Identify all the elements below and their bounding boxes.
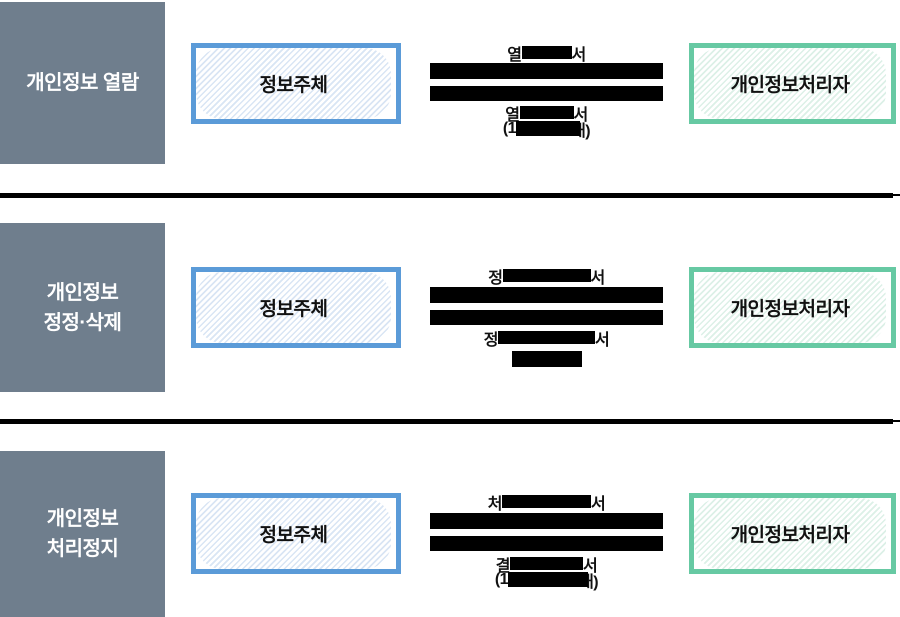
data-subject-box: 정보주체: [191, 43, 401, 124]
data-controller-label: 개인정보처리자: [730, 299, 850, 320]
data-subject-box-inner: 정보주체: [196, 498, 396, 569]
redaction-bar: [502, 269, 591, 282]
redaction-bar: [508, 572, 589, 587]
section-access-label: 개인정보 열람: [0, 2, 165, 164]
separator-line-2-tail: [893, 420, 900, 422]
response-label-end: 서: [595, 331, 610, 349]
data-subject-box-inner: 정보주체: [196, 272, 396, 343]
redacted-arrow-left: [430, 86, 663, 101]
request-label-start: 처: [487, 495, 503, 513]
request-label-start: 정: [488, 269, 503, 287]
data-controller-box-hatch: 개인정보처리자: [694, 48, 886, 119]
section-correction-label: 개인정보 정정·삭제: [0, 223, 165, 392]
data-subject-box: 정보주체: [191, 267, 401, 348]
data-subject-box: 정보주체: [191, 493, 401, 574]
separator-line-1: [0, 193, 893, 198]
data-subject-box-hatch: 정보주체: [196, 48, 391, 119]
redacted-arrow-right: [430, 63, 663, 79]
redacted-arrow-left: [430, 310, 663, 325]
redaction-bar: [511, 350, 582, 367]
section-label-line1: 개인정보: [46, 281, 119, 304]
data-controller-box-hatch: 개인정보처리자: [694, 498, 886, 569]
data-subject-box-inner: 정보주체: [196, 48, 396, 119]
redaction-bar: [521, 46, 572, 59]
request-label-start: 열: [507, 46, 522, 64]
data-subject-box-hatch: 정보주체: [196, 498, 391, 569]
data-controller-label: 개인정보처리자: [730, 75, 850, 96]
response-label-start: 정: [483, 331, 499, 349]
data-controller-box-inner: 개인정보처리자: [694, 48, 891, 119]
redaction-bar: [519, 106, 574, 119]
deadline-start: (1: [502, 119, 517, 137]
data-controller-box: 개인정보처리자: [689, 43, 896, 124]
data-controller-box: 개인정보처리자: [689, 493, 896, 574]
redacted-arrow-right: [430, 287, 663, 303]
section-label-line2: 처리정지: [46, 538, 119, 560]
data-controller-label: 개인정보처리자: [730, 525, 850, 546]
request-label-end: 서: [590, 269, 606, 287]
data-controller-box-inner: 개인정보처리자: [694, 272, 891, 343]
response-label-start: 결: [495, 557, 511, 575]
response-label-start: 열: [505, 106, 520, 124]
section-label-line2: 정정·삭제: [43, 311, 122, 334]
request-label-end: 서: [591, 495, 606, 513]
section-suspension-label: 개인정보 처리정지: [0, 451, 165, 617]
data-subject-label: 정보주체: [259, 299, 328, 320]
redaction-bar: [510, 557, 583, 570]
deadline-start: (1: [494, 570, 509, 588]
data-controller-box-hatch: 개인정보처리자: [694, 272, 886, 343]
data-subject-box-hatch: 정보주체: [196, 272, 391, 343]
separator-line-1-tail: [893, 194, 900, 196]
redaction-bar: [516, 121, 581, 136]
separator-line-2: [0, 419, 893, 424]
redacted-arrow-right: [430, 513, 663, 529]
data-controller-box: 개인정보처리자: [689, 267, 896, 348]
data-subject-label: 정보주체: [259, 525, 328, 546]
redacted-arrow-left: [430, 536, 663, 551]
section-label-line1: 개인정보 열람: [26, 72, 139, 94]
redaction-bar: [498, 331, 595, 344]
request-label-end: 서: [571, 46, 587, 64]
response-label-end: 서: [583, 557, 598, 575]
response-deadline-redacted: [430, 350, 663, 367]
redaction-bar: [502, 495, 591, 508]
section-label-line1: 개인정보: [46, 508, 119, 530]
response-label-end: 서: [573, 106, 589, 124]
data-controller-box-inner: 개인정보처리자: [694, 498, 891, 569]
data-subject-label: 정보주체: [259, 75, 328, 96]
